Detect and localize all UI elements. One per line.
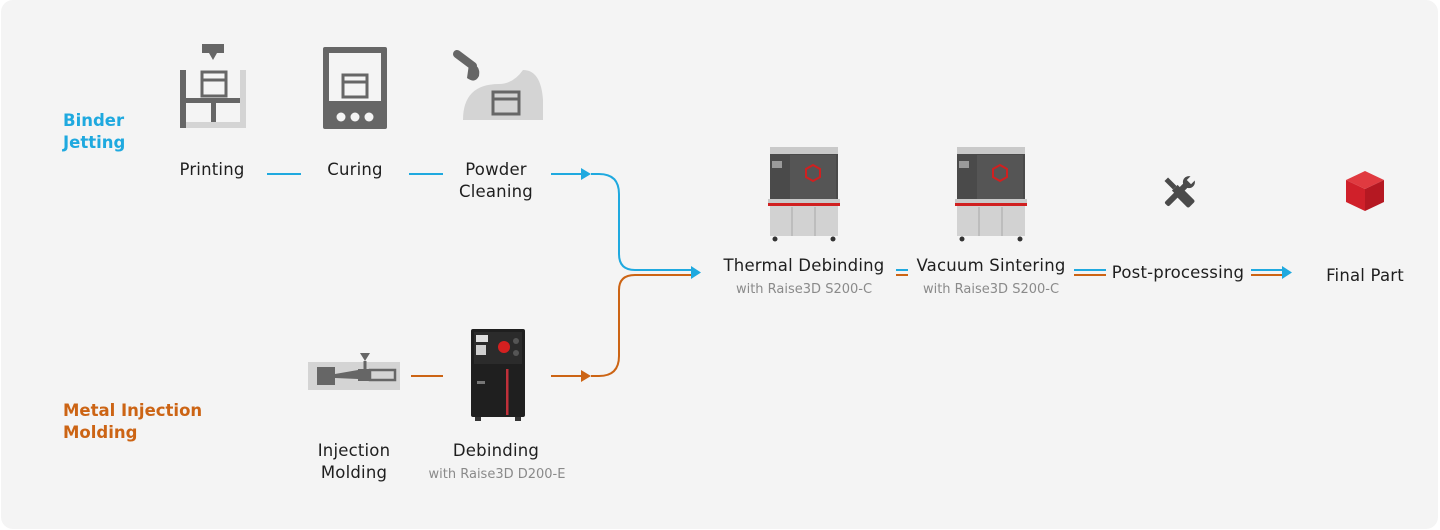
step-label-injection-molding: Injection Molding (317, 441, 391, 482)
raise3d-s200-c-machine-sintering (955, 147, 1027, 242)
step-sub-debinding: with Raise3D D200-E (428, 467, 566, 482)
step-label-printing: Printing (179, 160, 245, 179)
powder-blower-icon (453, 50, 543, 120)
arrowhead-final (1282, 266, 1292, 279)
step-label-debinding: Debinding (452, 441, 540, 460)
step-label-thermal-debinding: Thermal Debinding (723, 256, 885, 275)
step-label-final-part: Final Part (1326, 266, 1404, 285)
track-label-mim: Metal Injection Molding (63, 401, 203, 442)
arrowhead-merge (691, 266, 701, 279)
step-label-powder-cleaning: Powder Cleaning (459, 160, 533, 201)
step-sub-vacuum-sintering: with Raise3D S200-C (922, 282, 1060, 297)
step-label-vacuum-sintering: Vacuum Sintering (916, 256, 1066, 275)
injection-molding-icon (308, 353, 400, 390)
arrowhead-cleaning (581, 168, 591, 180)
arrowhead-debinding (581, 370, 591, 382)
track-label-binder-jetting: Binder Jetting (63, 111, 126, 152)
raise3d-s200-c-machine-thermal (768, 147, 840, 242)
connector-bj-curve (591, 173, 693, 271)
step-sub-thermal-debinding: with Raise3D S200-C (735, 282, 873, 297)
red-cube-icon (1346, 171, 1384, 211)
curing-oven-icon (323, 47, 387, 129)
wrench-screwdriver-icon (1164, 174, 1197, 208)
connector-mim-curve (591, 274, 693, 377)
step-label-post-processing: Post-processing (1111, 263, 1245, 282)
step-label-curing: Curing (327, 160, 383, 179)
raise3d-d200-e-machine (471, 329, 525, 421)
binder-jet-printer-icon (180, 44, 246, 128)
